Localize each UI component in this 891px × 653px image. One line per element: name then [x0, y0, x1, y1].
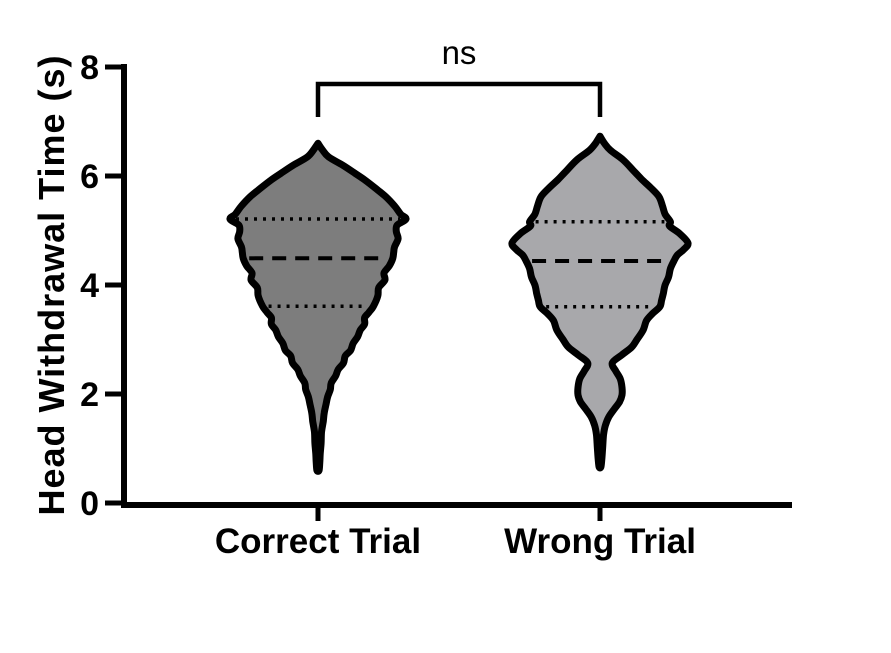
- significance-label: ns: [442, 34, 477, 71]
- violin-wrong-trial: [508, 132, 692, 472]
- violin-correct-trial: [226, 139, 410, 475]
- y-tick-label-8: 8: [80, 49, 99, 87]
- y-tick-label-6: 6: [80, 158, 99, 196]
- category-label-correct-trial: Correct Trial: [215, 522, 421, 561]
- axis-lines: [121, 64, 792, 508]
- y-tick-label-4: 4: [80, 267, 99, 305]
- category-label-wrong-trial: Wrong Trial: [504, 522, 696, 561]
- significance-bracket: [315, 81, 603, 117]
- y-axis-title: Head Withdrawal Time (s): [31, 54, 72, 515]
- y-tick-label-0: 0: [80, 485, 99, 523]
- y-tick-label-2: 2: [80, 376, 99, 414]
